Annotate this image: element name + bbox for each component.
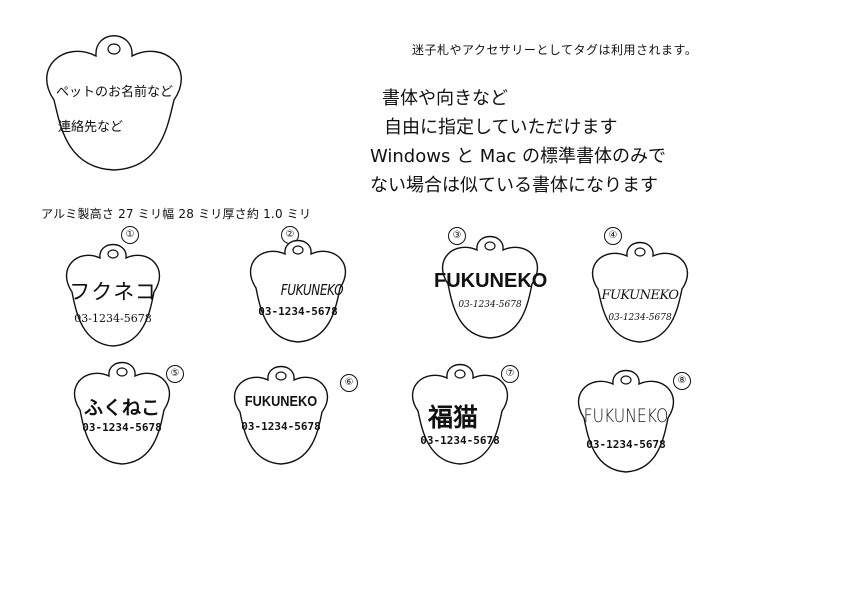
lead-label-contact: 連絡先など bbox=[58, 120, 124, 135]
sample-phone-2: 03-1234-5678 bbox=[258, 305, 338, 318]
sample-number-6: ⑥ bbox=[340, 374, 358, 392]
sample-number-1: ① bbox=[121, 226, 139, 244]
spec-text: アルミ製高さ 27 ミリ幅 28 ミリ厚さ約 1.0 ミリ bbox=[41, 207, 312, 221]
intro-text: 迷子札やアクセサリーとしてタグは利用されます。 bbox=[412, 43, 698, 57]
sample-number-8: ⑧ bbox=[673, 372, 691, 390]
sample-name-3: FUKUNEKO bbox=[434, 270, 548, 292]
sample-phone-3: 03-1234-5678 bbox=[458, 300, 522, 310]
sample-phone-6: 03-1234-5678 bbox=[241, 420, 321, 433]
lead-tag-hole bbox=[107, 43, 121, 55]
sample-tag-shape-7 bbox=[411, 363, 509, 465]
description-line-2: 自由に指定していただけます bbox=[384, 117, 618, 138]
sample-tag-shape-8 bbox=[577, 369, 675, 473]
sample-tag-shape-1 bbox=[65, 243, 161, 347]
sample-name-7: 福猫 bbox=[427, 403, 478, 432]
sample-name-8: FUKUNEKO bbox=[583, 405, 669, 427]
sample-name-4: FUKUNEKO bbox=[601, 288, 679, 303]
sample-number-5: ⑤ bbox=[166, 365, 184, 383]
sample-name-1: フクネコ bbox=[69, 280, 157, 304]
sample-phone-8: 03-1234-5678 bbox=[586, 438, 666, 451]
sample-name-6: FUKUNEKO bbox=[244, 393, 318, 410]
sample-phone-7: 03-1234-5678 bbox=[420, 434, 500, 447]
sample-phone-1: 03-1234-5678 bbox=[74, 312, 152, 325]
description-line-1: 書体や向きなど bbox=[382, 88, 508, 109]
sample-tag-shape-5 bbox=[73, 361, 171, 465]
sample-name-5: ふくねこ bbox=[83, 397, 160, 419]
sample-tag-shape-4 bbox=[591, 241, 689, 343]
lead-tag-shape bbox=[46, 35, 182, 171]
sample-number-4: ④ bbox=[604, 227, 622, 245]
sample-tag-shape-2 bbox=[249, 239, 347, 343]
lead-label-name: ペットのお名前など bbox=[56, 85, 174, 100]
sample-number-3: ③ bbox=[448, 227, 466, 245]
description-block: 書体や向きなど 自由に指定していただけます Windows と Mac の標準書… bbox=[370, 84, 666, 200]
description-line-3: Windows と Mac の標準書体のみで bbox=[370, 146, 666, 167]
sample-phone-4: 03-1234-5678 bbox=[608, 313, 672, 323]
sample-number-7: ⑦ bbox=[501, 365, 519, 383]
sample-name-2: FUKUNEKO bbox=[280, 281, 344, 299]
description-line-4: ない場合は似ている書体になります bbox=[370, 175, 658, 196]
sample-tag-shape-3 bbox=[441, 235, 539, 339]
sample-phone-5: 03-1234-5678 bbox=[82, 421, 162, 434]
sample-tag-shape-6 bbox=[233, 365, 329, 465]
